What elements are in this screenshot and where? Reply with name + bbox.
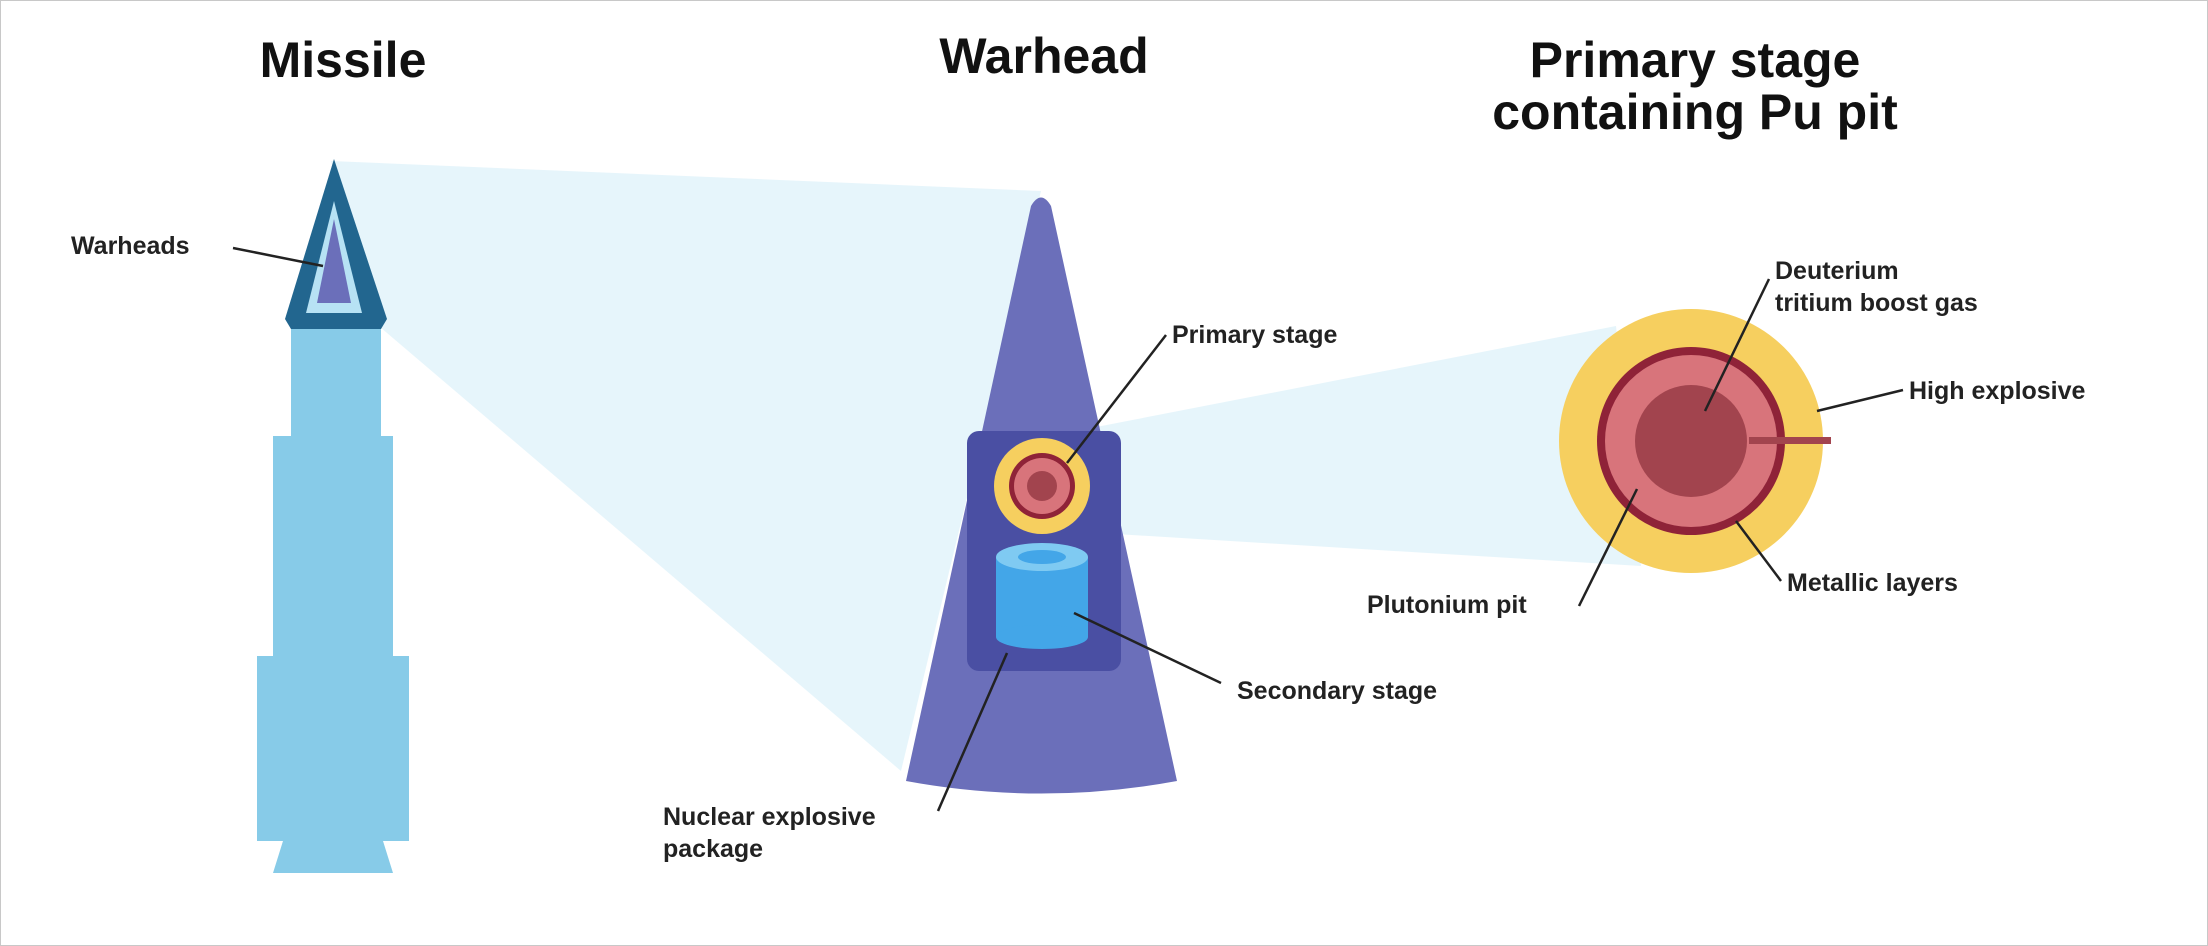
label-nuclear-explosive-line2: package xyxy=(663,835,763,863)
secondary-stage-cylinder xyxy=(996,543,1088,649)
label-plutonium-pit: Plutonium pit xyxy=(1367,591,1527,619)
leader-high-explosive xyxy=(1816,388,1904,413)
label-metallic-layers: Metallic layers xyxy=(1787,569,1958,597)
leader-nuclear-explosive xyxy=(936,652,1009,812)
missile-nose-inner-warhead xyxy=(317,219,351,303)
leader-primary-stage xyxy=(1066,334,1167,464)
missile-body xyxy=(257,326,409,873)
label-deuterium-line1: Deuterium xyxy=(1775,257,1899,285)
title-primary-line1: Primary stage xyxy=(1530,32,1861,88)
leader-deuterium xyxy=(1703,278,1771,412)
leader-plutonium-pit xyxy=(1577,488,1639,607)
title-primary-line2: containing Pu pit xyxy=(1492,84,1898,140)
detonator-line xyxy=(1749,437,1831,444)
label-nuclear-explosive-line1: Nuclear explosive xyxy=(663,803,876,831)
label-warheads: Warheads xyxy=(71,232,190,260)
warhead xyxy=(906,197,1177,794)
title-warhead: Warhead xyxy=(939,28,1148,84)
leader-metallic-layers xyxy=(1735,520,1782,582)
label-deuterium-line2: tritium boost gas xyxy=(1775,289,1978,317)
primary-stage-detail xyxy=(1559,309,1831,573)
leader-warheads xyxy=(232,246,324,268)
zoom-beam-missile-to-warhead xyxy=(331,161,1041,771)
title-missile: Missile xyxy=(260,32,427,88)
label-primary-stage: Primary stage xyxy=(1172,321,1337,349)
plutonium-pit-core xyxy=(1635,385,1747,497)
zoom-beam-warhead-to-primary xyxy=(1086,326,1641,566)
leader-secondary-stage xyxy=(1073,611,1222,685)
warhead-primary-core xyxy=(1027,471,1057,501)
label-secondary-stage: Secondary stage xyxy=(1237,677,1437,705)
missile xyxy=(257,159,409,873)
label-high-explosive: High explosive xyxy=(1909,377,2086,405)
